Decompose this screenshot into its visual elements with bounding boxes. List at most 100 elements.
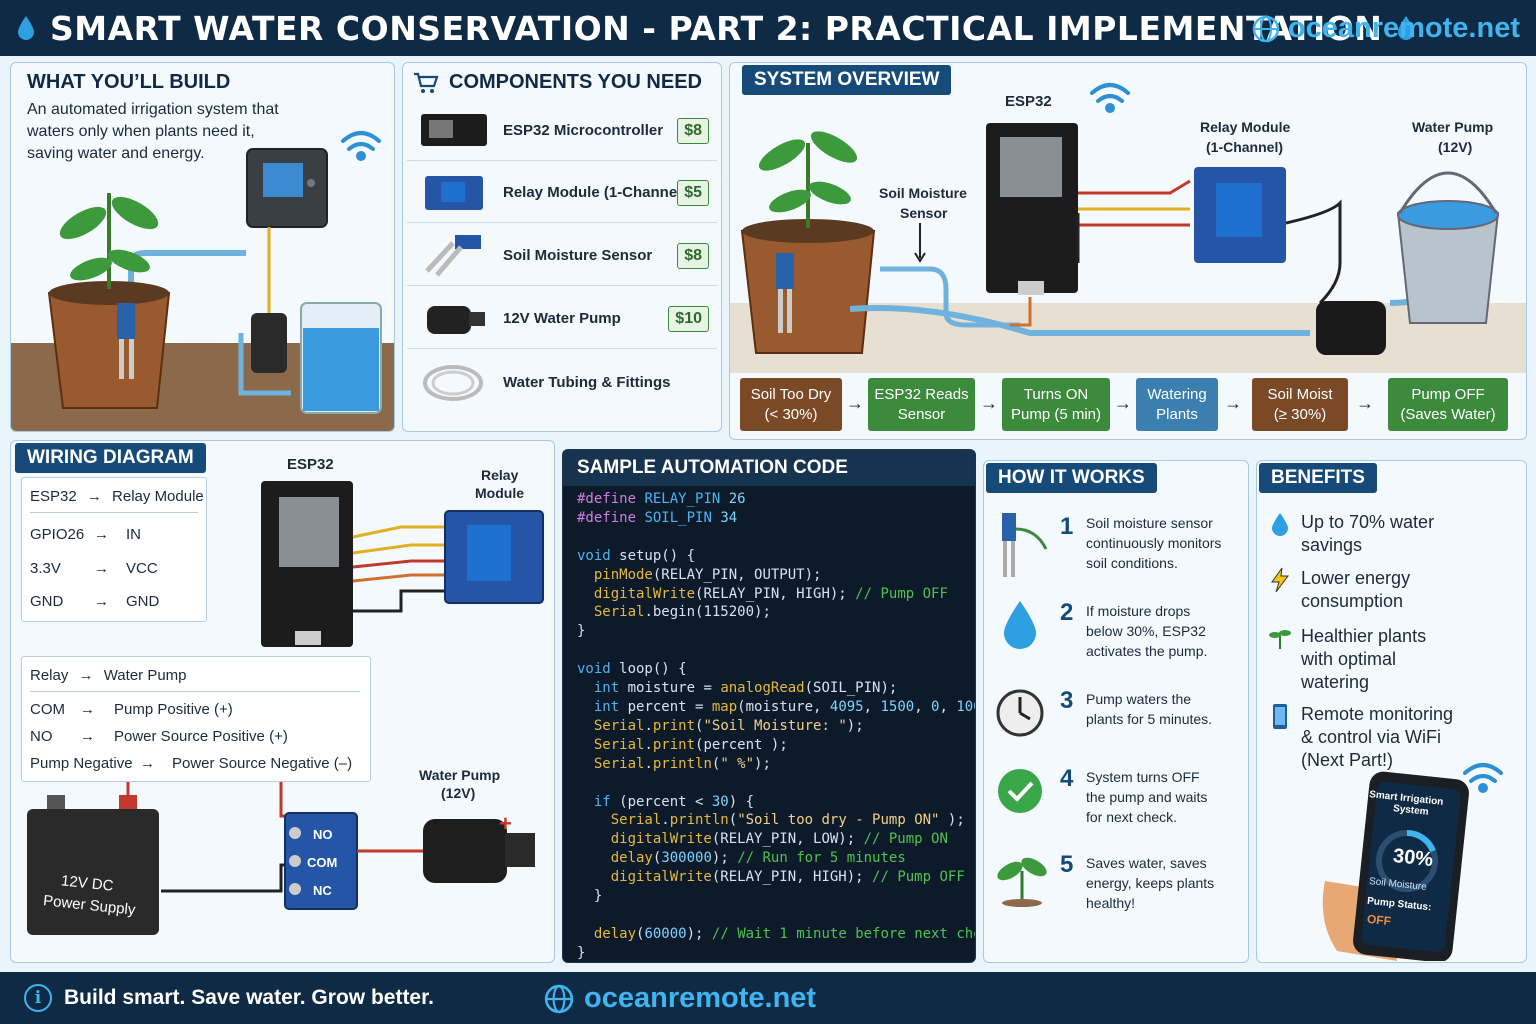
table-head: ESP32 — [30, 488, 77, 505]
step-number: 4 — [1060, 765, 1074, 792]
esp32-label: ESP32 — [287, 456, 334, 473]
component-price: $10 — [668, 305, 709, 332]
terminal-nc: NC — [313, 883, 332, 898]
component-name: Soil Moisture Sensor — [503, 247, 653, 264]
component-row: Relay Module (1-Channel) $5 — [407, 163, 717, 223]
pin-b: VCC — [126, 560, 158, 577]
code-panel: SAMPLE AUTOMATION CODE #define RELAY_PIN… — [562, 449, 976, 963]
component-name: ESP32 Microcontroller — [503, 122, 664, 139]
arrow-icon: → — [94, 560, 109, 577]
esp32-relay-table: ESP32 → Relay Module GPIO26 → IN 3.3V → … — [21, 477, 207, 622]
wiring-title: WIRING DIAGRAM — [15, 443, 206, 473]
footer-site-link[interactable]: oceanremote.net — [544, 982, 816, 1015]
relay-label-2: Module — [475, 485, 524, 501]
arrow-icon: → — [86, 488, 102, 505]
components-header: COMPONENTS YOU NEED — [413, 71, 702, 94]
component-row: 12V Water Pump $10 — [407, 289, 717, 349]
sensor-label-1: Soil Moisture — [879, 185, 967, 201]
phone-illustration — [1322, 771, 1469, 961]
pin-b: IN — [126, 526, 141, 543]
water-drop-icon — [1004, 601, 1036, 649]
sprout-icon — [997, 857, 1047, 907]
wiring-panel: WIRING DIAGRAM ESP32 → Relay Module GPIO… — [10, 440, 555, 963]
wifi-icon — [1463, 763, 1503, 793]
step-number: 2 — [1060, 599, 1074, 626]
sensor-label-2: Sensor — [900, 205, 948, 221]
component-row: ESP32 Microcontroller $8 — [407, 101, 717, 161]
pin-b: Power Source Negative (–) — [172, 755, 353, 772]
relay-board-icon — [425, 175, 483, 210]
site-link[interactable]: oceanremote.net — [1252, 12, 1520, 45]
pin-b: GND — [126, 593, 160, 610]
arrow-icon: → — [1356, 393, 1374, 413]
pump-body — [423, 819, 507, 883]
component-price: $8 — [677, 117, 709, 144]
benefits-title: BENEFITS — [1259, 463, 1377, 493]
components-title: COMPONENTS YOU NEED — [449, 71, 702, 93]
build-desc-2: waters only when plants need it, — [27, 123, 255, 140]
water-pump-icon — [427, 305, 485, 334]
globe-icon — [544, 984, 574, 1013]
build-illustration — [11, 131, 394, 431]
build-panel: WHAT YOU’LL BUILD An automated irrigatio… — [10, 62, 395, 432]
pump-label-2: (12V) — [441, 785, 476, 801]
pump-label-1: Water Pump — [1412, 119, 1494, 135]
relay-label-1: Relay — [481, 467, 519, 483]
arrow-icon: → — [94, 593, 109, 610]
check-icon — [998, 769, 1042, 813]
build-title: WHAT YOU’LL BUILD — [27, 71, 231, 93]
step-number: 1 — [1060, 513, 1074, 540]
pin-a: NO — [30, 728, 53, 745]
arrow-icon: → — [140, 755, 155, 772]
component-name: 12V Water Pump — [503, 310, 621, 327]
component-name: Relay Module (1-Channel) — [503, 184, 687, 201]
pump-body — [1316, 301, 1386, 355]
arrow-icon: → — [94, 526, 109, 543]
code-block[interactable]: #define RELAY_PIN 26 #define SOIL_PIN 34… — [577, 491, 976, 961]
clock-icon — [996, 689, 1044, 737]
terminal-no: NO — [313, 827, 333, 842]
flow-step: Soil Moist(≥ 30%) — [1252, 378, 1348, 431]
page-title: SMART WATER CONSERVATION - PART 2: PRACT… — [50, 8, 1383, 48]
footer-site-url: oceanremote.net — [584, 982, 817, 1014]
tubing-icon — [423, 365, 483, 401]
table-head: Water Pump — [103, 667, 187, 684]
footer-message: Build smart. Save water. Grow better. — [64, 986, 434, 1009]
water-drop-icon — [1272, 513, 1288, 536]
arrow-icon: → — [1114, 393, 1132, 413]
pin-a: Pump Negative — [30, 755, 133, 772]
arrow-icon: → — [1224, 393, 1242, 413]
component-row: Water Tubing & Fittings — [407, 352, 717, 412]
component-price: $5 — [677, 179, 709, 206]
lightning-icon — [1271, 567, 1289, 593]
pin-a: COM — [30, 701, 65, 718]
wifi-icon — [1090, 83, 1130, 113]
terminal-com: COM — [307, 855, 338, 870]
cart-icon — [414, 72, 439, 93]
pin-b: Pump Positive (+) — [114, 701, 233, 718]
how-title: HOW IT WORKS — [986, 463, 1157, 493]
flow-step: Pump OFF(Saves Water) — [1388, 378, 1508, 431]
moisture-value: 30% — [1392, 844, 1435, 872]
arrow-icon: → — [846, 393, 864, 413]
arrow-icon: → — [78, 667, 94, 684]
overview-title: SYSTEM OVERVIEW — [742, 65, 952, 95]
pin-a: GPIO26 — [30, 526, 85, 543]
relay-terminal-block — [284, 812, 358, 910]
component-name: Water Tubing & Fittings — [503, 373, 671, 391]
header-bar: SMART WATER CONSERVATION - PART 2: PRACT… — [0, 0, 1536, 56]
component-row: Soil Moisture Sensor $8 — [407, 226, 717, 286]
arrow-icon: → — [80, 701, 95, 718]
sensor-icon — [1002, 513, 1048, 577]
overview-illustration — [730, 83, 1526, 373]
wiring-illustration — [27, 481, 544, 935]
code-title: SAMPLE AUTOMATION CODE — [563, 450, 975, 486]
wifi-icon — [341, 131, 381, 161]
arrow-icon: → — [980, 393, 998, 413]
relay-label-2: (1-Channel) — [1206, 139, 1283, 155]
